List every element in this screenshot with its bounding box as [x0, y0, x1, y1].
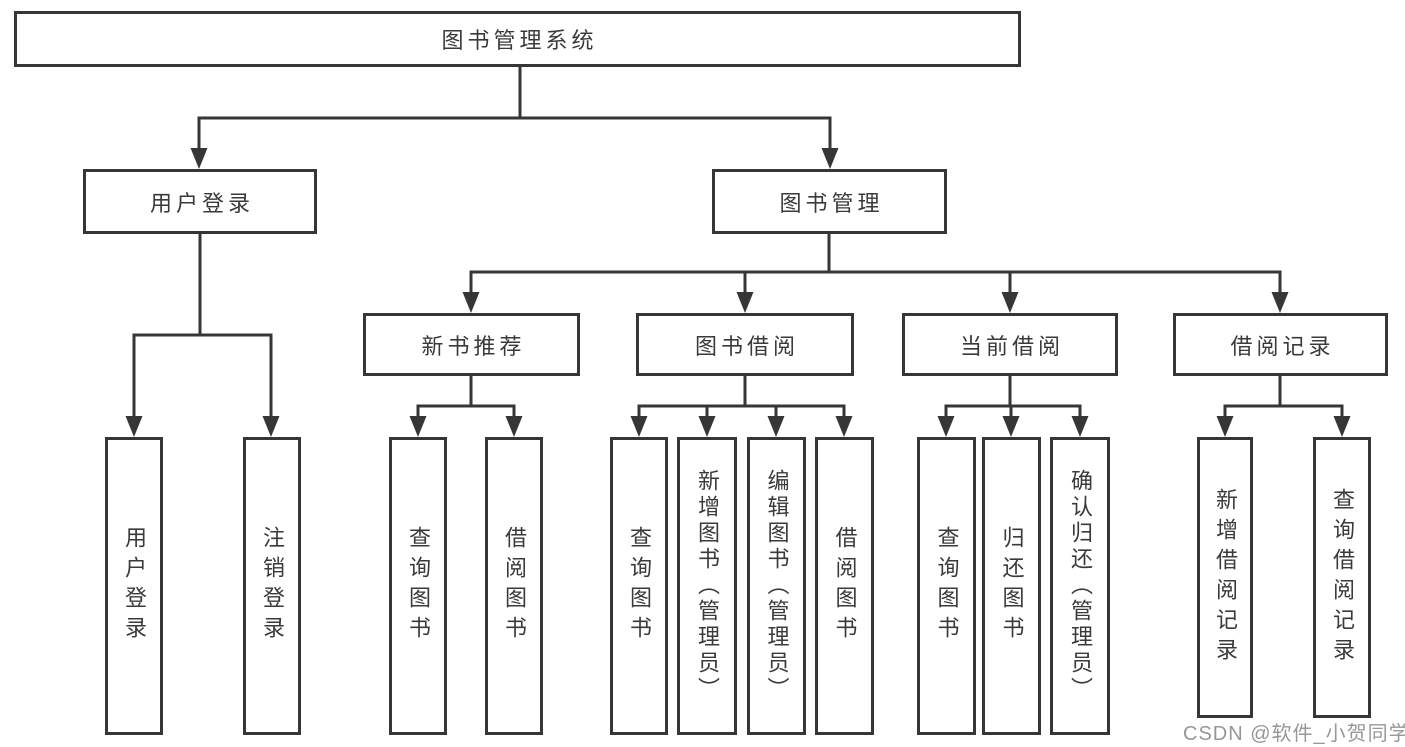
leaf-query-borrow-record: 查询借阅记录 — [1313, 437, 1371, 718]
leaf-add-book-admin: 新增图书（管理员） — [677, 437, 737, 735]
watermark-text: CSDN @软件_小贺同学 — [1183, 723, 1405, 745]
leaf-add-borrow-record: 新增借阅记录 — [1197, 437, 1253, 718]
leaf-borrow-book-recommend: 借阅图书 — [485, 437, 543, 735]
node-book-management-branch: 图书管理 — [712, 169, 947, 234]
leaf-edit-book-admin: 编辑图书（管理员） — [747, 437, 806, 735]
leaf-query-book-borrow: 查询图书 — [610, 437, 668, 735]
leaf-user-login: 用户登录 — [105, 437, 163, 735]
node-new-book-recommend: 新书推荐 — [363, 313, 580, 376]
node-borrow-records: 借阅记录 — [1173, 313, 1388, 376]
node-library-system-root: 图书管理系统 — [14, 11, 1021, 67]
node-user-login-branch: 用户登录 — [83, 169, 317, 234]
node-current-borrow: 当前借阅 — [902, 313, 1118, 376]
node-book-borrow: 图书借阅 — [636, 313, 854, 376]
leaf-logout: 注销登录 — [243, 437, 301, 735]
leaf-confirm-return-admin: 确认归还（管理员） — [1050, 437, 1110, 735]
leaf-query-book-recommend: 查询图书 — [389, 437, 447, 735]
leaf-query-book-current: 查询图书 — [917, 437, 976, 735]
leaf-return-book: 归还图书 — [982, 437, 1041, 735]
leaf-borrow-book: 借阅图书 — [815, 437, 874, 735]
